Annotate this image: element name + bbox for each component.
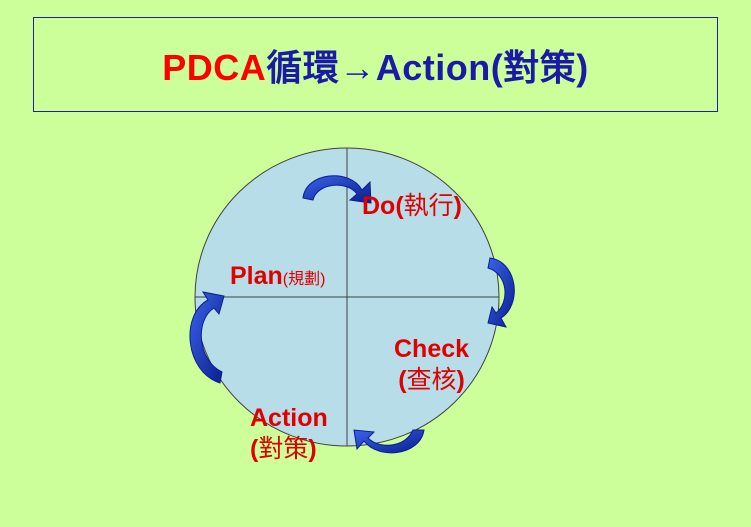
label-plan-main: Plan (230, 262, 283, 290)
label-check-line2: (查核) (394, 368, 469, 393)
label-action-line2: (對策) (250, 437, 328, 462)
label-plan: Plan(規劃) (230, 264, 325, 289)
label-action-close: ) (308, 435, 317, 463)
label-action-line1: Action (250, 404, 328, 432)
label-do-cjk: 執行 (403, 192, 454, 220)
label-check: Check (查核) (394, 337, 469, 393)
label-check-close: ) (456, 366, 465, 394)
cycle-arrow-icon (189, 291, 225, 384)
label-action-cjk: 對策 (258, 435, 309, 463)
label-do-main: Do( (362, 192, 404, 220)
label-action-open: ( (250, 435, 259, 463)
page-title: PDCA循環→Action(對策) (162, 39, 588, 91)
label-plan-small: (規劃) (282, 271, 326, 288)
label-check-cjk: 查核 (406, 366, 457, 394)
cycle-arrow-icon (487, 257, 515, 328)
label-do-close: ) (453, 192, 462, 220)
cycle-arrow-icon (353, 429, 425, 454)
cycle-arrow-icon (302, 175, 372, 204)
label-do: Do(執行) (362, 194, 462, 219)
title-box: PDCA循環→Action(對策) (33, 17, 718, 112)
label-action: Action (對策) (250, 406, 328, 462)
title-pdca: PDCA (162, 46, 267, 88)
title-rest: 循環→Action(對策) (266, 46, 589, 88)
label-check-open: ( (398, 366, 407, 394)
label-check-line1: Check (394, 335, 470, 363)
